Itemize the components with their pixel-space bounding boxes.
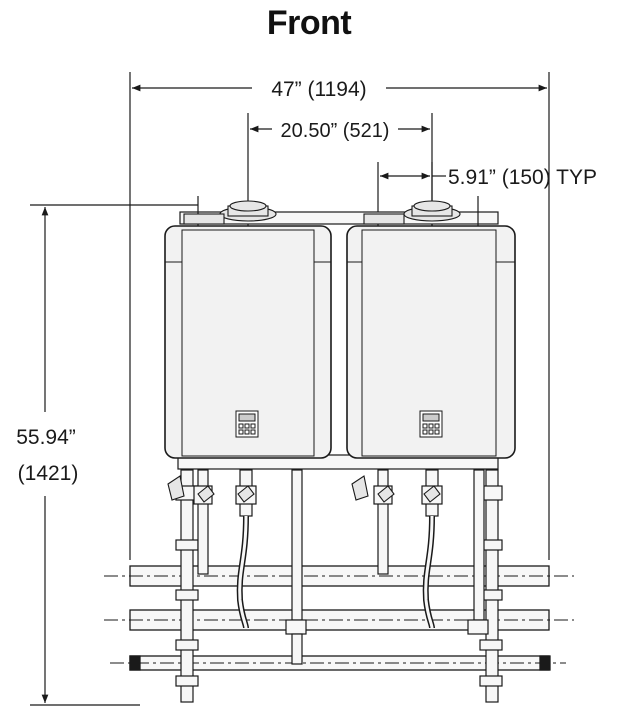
connection-spacing-label: 5.91” (150) TYP [448,166,597,189]
overall-width-dimension [129,72,550,560]
unit-spacing-label: 20.50” (521) [281,120,390,142]
supply-pipes-right [373,469,503,703]
overall-height-mm-label: (1421) [18,462,79,485]
control-panel-icon [235,410,259,438]
water-heater-left [164,200,332,459]
vent-collar-icon [363,200,461,225]
overall-height-inches-label: 55.94” [16,426,76,449]
valve-handle-icon [167,475,441,503]
vent-collar-icon [183,200,277,225]
overall-width-label: 47” (1194) [271,78,366,101]
water-heater-right [346,200,516,459]
overall-height-dimension [30,204,198,706]
drawing-title: Front [266,4,352,42]
control-panel-icon [419,410,443,438]
